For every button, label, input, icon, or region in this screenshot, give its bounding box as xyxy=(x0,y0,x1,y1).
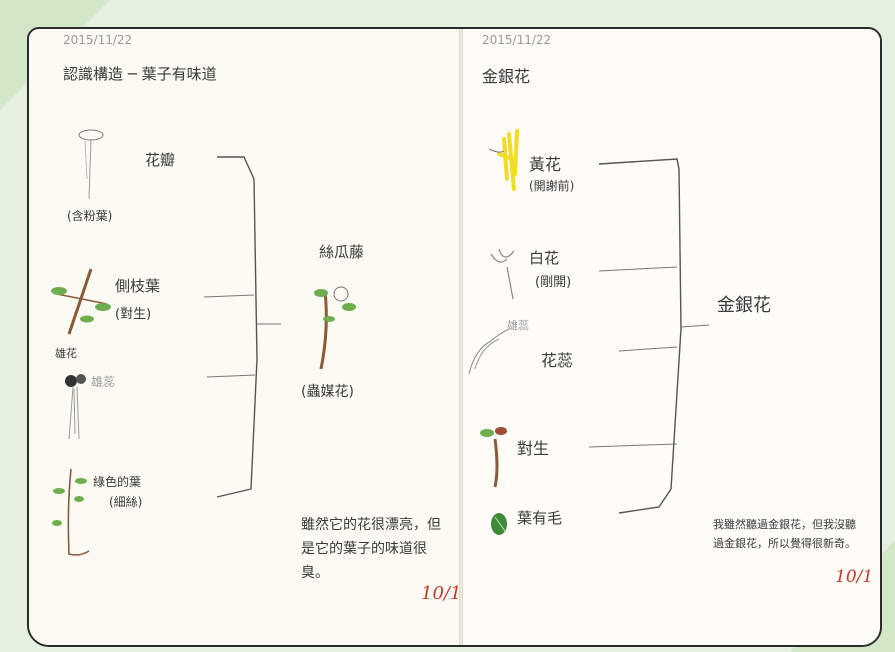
right-note: 我雖然聽過金銀花，但我沒聽過金銀花，所以覺得很新奇。 xyxy=(713,518,856,550)
loofah-vine-drawing xyxy=(314,286,356,370)
bracket-tick xyxy=(206,374,256,378)
bracket-connector xyxy=(680,324,710,328)
right-item-label: 對生 xyxy=(517,439,550,458)
hairy-leaf-drawing xyxy=(491,513,507,535)
left-page xyxy=(29,29,462,645)
bracket-tick xyxy=(618,346,678,352)
seedling-drawing xyxy=(52,468,90,556)
sketch-drawings xyxy=(51,129,710,556)
bracket-tick xyxy=(588,443,678,448)
left-item-sub: (細絲) xyxy=(109,495,143,509)
left-item-sub: (對生) xyxy=(115,307,152,322)
sketchbook: 2015/11/22 認識構造 ─ 葉子有味道 花瓣 (含粉葉) 側枝葉 (對生… xyxy=(27,27,882,647)
opposite-leaf-drawing xyxy=(480,427,507,488)
yellow-flower-drawing xyxy=(488,129,519,191)
petal-flower-drawing xyxy=(78,129,104,200)
left-grade: 10/1 xyxy=(421,583,462,604)
left-title: 認識構造 ─ 葉子有味道 xyxy=(63,65,217,83)
left-item-sub: 雄蕊 xyxy=(91,375,116,389)
right-item-label: 葉有毛 xyxy=(517,509,563,527)
left-date: 2015/11/22 xyxy=(63,33,133,47)
left-item-label: 雄花 xyxy=(55,347,77,360)
right-grade: 10/1 xyxy=(835,567,874,587)
bracket-tick xyxy=(598,266,678,272)
white-flower-drawing xyxy=(490,248,515,300)
right-page xyxy=(462,29,880,645)
center-sub: (蟲媒花) xyxy=(301,384,354,400)
right-item-label: 花蕊 xyxy=(541,351,574,370)
bracket-tick xyxy=(203,294,255,298)
right-item-sub: (剛開) xyxy=(535,275,572,290)
right-title: 金銀花 xyxy=(482,67,531,86)
right-date: 2015/11/22 xyxy=(482,33,552,47)
center-label: 絲瓜藤 xyxy=(319,243,365,261)
right-item-sub: 雄蕊 xyxy=(507,319,529,332)
left-item-label: 側枝葉 xyxy=(115,277,161,295)
right-item-label: 白花 xyxy=(529,249,560,267)
left-item-label: 花瓣 xyxy=(145,151,176,169)
branch-leaves-drawing xyxy=(51,268,111,335)
right-item-sub: (開謝前) xyxy=(529,179,575,193)
right-main-label: 金銀花 xyxy=(717,295,771,316)
bud-drawing xyxy=(65,374,86,440)
left-bracket xyxy=(216,156,258,498)
left-item-label: 綠色的葉 xyxy=(93,475,142,489)
book-spine xyxy=(459,29,463,645)
left-note: 雖然它的花很漂亮，但是它的葉子的味道很臭。 xyxy=(301,517,441,581)
right-bracket xyxy=(598,158,682,514)
right-item-label: 黃花 xyxy=(529,155,562,174)
stamen-drawing xyxy=(468,328,510,375)
left-item-sub: (含粉葉) xyxy=(67,209,113,223)
